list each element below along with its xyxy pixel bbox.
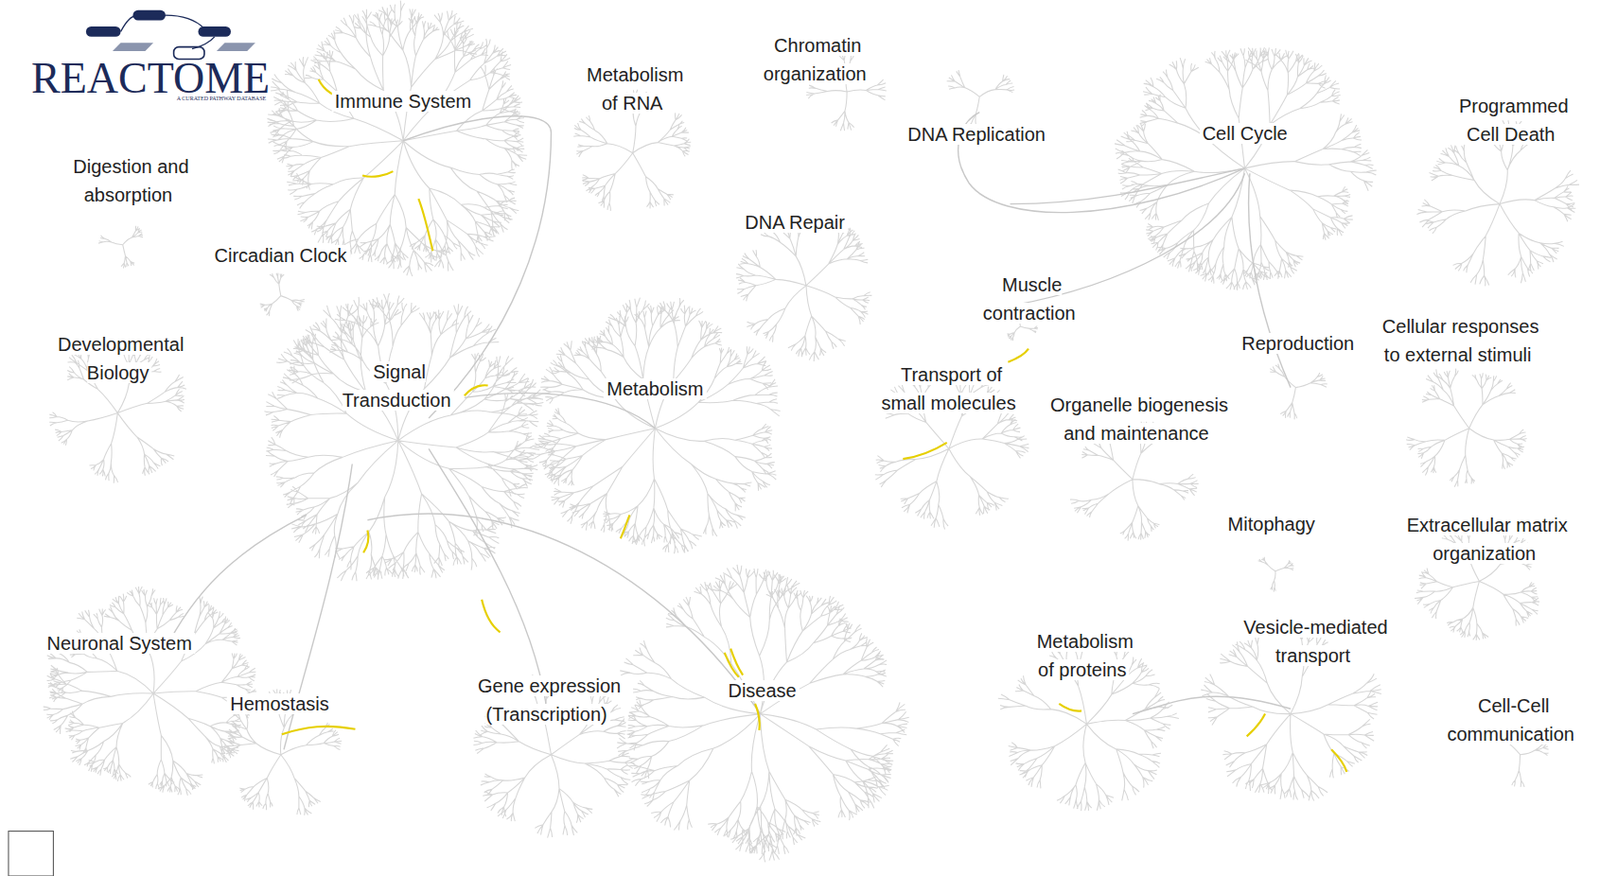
label-ground: Vesicle-mediated transport [1240, 616, 1388, 667]
label-ground: Metabolism of RNA [583, 64, 684, 114]
pathway-trees [43, 0, 1580, 863]
highlighted-pathways [281, 79, 1347, 773]
label-ground: Chromatin organization [763, 35, 870, 85]
label-ground: Neuronal System [43, 632, 194, 654]
highlight [902, 442, 947, 459]
pathway-label: Immune System [332, 87, 475, 116]
pathway-label: Developmental Biology [50, 330, 188, 387]
label-ground: Mitophagy [1225, 513, 1319, 535]
cluster-links [163, 112, 1291, 751]
highlight [620, 514, 631, 539]
highlight [363, 530, 369, 554]
label-ground: Circadian Clock [211, 245, 351, 266]
pathway-label: Neuronal System [43, 629, 194, 658]
highlight [418, 198, 433, 251]
pathway-label: Gene expression (Transcription) [431, 671, 665, 729]
label-ground: Metabolism of proteins [1034, 631, 1134, 681]
label-ground: Extracellular matrix organization [1404, 514, 1568, 564]
logo-plate [112, 42, 154, 52]
logo-node [132, 10, 165, 21]
pathway-label: Mitophagy [1225, 509, 1319, 539]
label-ground: Cell Cycle [1199, 123, 1291, 144]
pathway-label: Muscle contraction [976, 270, 1086, 328]
pathway-label: Chromatin organization [755, 31, 879, 88]
highlight [362, 171, 393, 177]
pathway-label: Organelle biogenesis and maintenance [1042, 390, 1233, 448]
link-curve [1132, 696, 1291, 714]
label-ground: Hemostasis [227, 693, 332, 715]
logo-plate [216, 42, 256, 52]
highlight [464, 385, 489, 396]
label-ground: Digestion and absorption [70, 156, 189, 206]
link-curve [163, 514, 307, 653]
pathway-label: Hemostasis [227, 689, 332, 719]
highlight [1007, 349, 1029, 363]
label-ground: Gene expression (Transcription) [474, 675, 621, 725]
label-ground: Transport of small molecules [880, 364, 1019, 414]
link-curve [403, 116, 551, 419]
logo-text: A CURATED PATHWAY DATABASE [176, 95, 266, 103]
highlight [1058, 703, 1082, 712]
label-ground: Programmed Cell Death [1456, 95, 1569, 145]
label-ground: Metabolism [603, 378, 706, 400]
label-ground: DNA Repair [741, 211, 848, 233]
label-ground: Signal Transduction [342, 361, 455, 411]
pathway-label: Transport of small molecules [874, 360, 1026, 418]
label-ground: Cell-Cell communication [1446, 695, 1578, 745]
logo-node [86, 26, 122, 37]
highlight [1247, 714, 1266, 738]
label-ground: Organelle biogenesis and maintenance [1047, 394, 1229, 444]
reactome-logo-icon [86, 10, 256, 60]
pathway-label: Programmed Cell Death [1448, 91, 1577, 149]
logo-text: REACTOME [31, 54, 270, 103]
label-ground: Developmental Biology [54, 334, 184, 384]
label-ground: Disease [724, 680, 799, 702]
pathway-branches [43, 0, 1580, 863]
link-curve [1248, 173, 1291, 387]
pathway-label: Cell Cycle [1199, 119, 1291, 148]
highlight [755, 703, 760, 731]
pathway-label: Metabolism [603, 374, 706, 404]
pathway-label: Disease [724, 676, 799, 705]
highlight [481, 599, 500, 633]
pathway-label: Circadian Clock [211, 241, 351, 270]
pathway-label: DNA Replication [904, 120, 1049, 149]
pathway-label: Signal Transduction [335, 357, 459, 415]
pathway-label: Vesicle-mediated transport [1235, 613, 1392, 670]
pathway-label: Digestion and absorption [63, 152, 196, 210]
pathway-label: Metabolism of proteins [1024, 627, 1143, 685]
label-ground: Reproduction [1238, 333, 1357, 354]
highlight [730, 649, 743, 676]
pathway-label: Metabolism of RNA [574, 60, 693, 118]
label-ground: Immune System [332, 90, 475, 112]
label-ground: Muscle contraction [983, 274, 1079, 324]
link-curve [428, 448, 546, 704]
thumbnail-frame [8, 831, 53, 876]
highlight [281, 726, 356, 735]
pathway-label: Cellular responses to external stimuli [1373, 312, 1546, 370]
pathway-label: DNA Repair [741, 208, 848, 237]
label-ground: Cellular responses to external stimuli [1379, 316, 1540, 366]
pathway-label: Cell-Cell communication [1441, 691, 1583, 749]
label-ground: DNA Replication [904, 123, 1049, 145]
pathway-label: Reproduction [1238, 329, 1357, 358]
pathway-label: Extracellular matrix organization [1397, 510, 1574, 568]
link-curve [1010, 168, 1246, 205]
highlight [1331, 749, 1347, 773]
